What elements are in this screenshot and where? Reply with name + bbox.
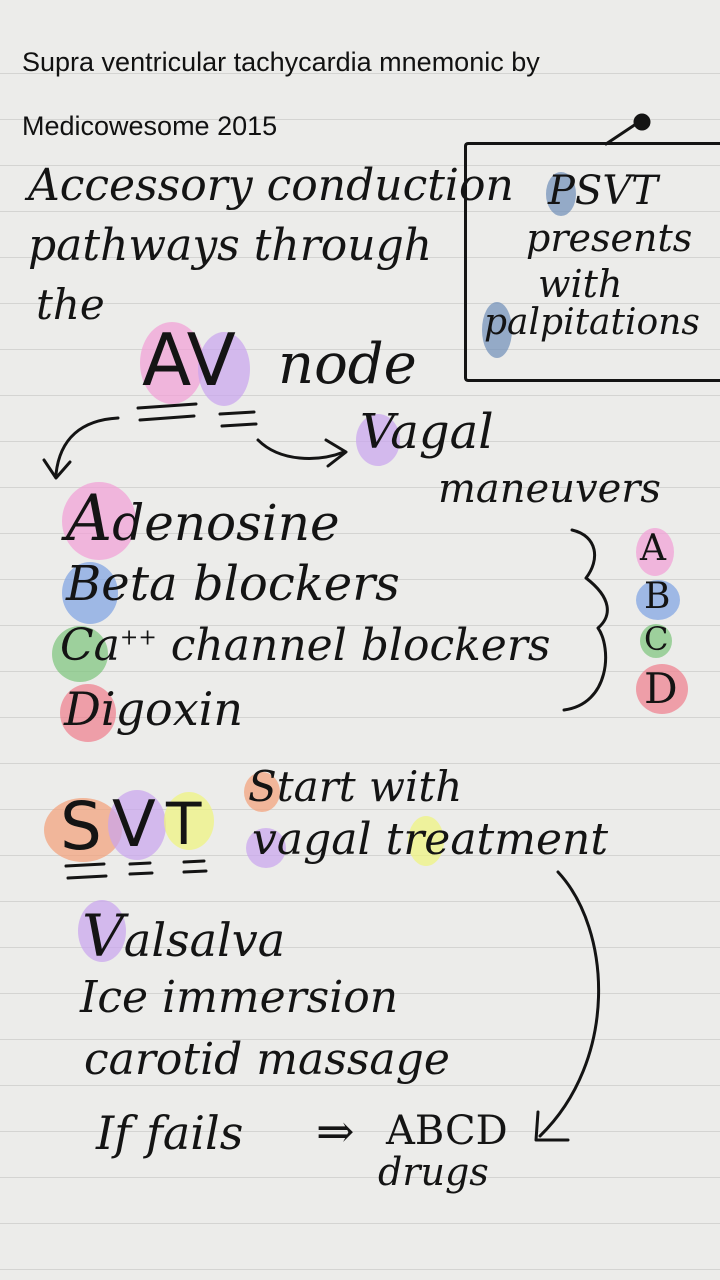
arrow-to-vagal bbox=[256, 438, 346, 460]
highlight-av-a bbox=[140, 322, 204, 404]
highlight-svt-t bbox=[164, 792, 214, 850]
highlight-svt-v bbox=[108, 790, 166, 860]
highlight-drug-d bbox=[60, 684, 116, 742]
abcd-drugs-label: ABCD bbox=[386, 1108, 508, 1154]
av-letters: AV bbox=[142, 318, 236, 402]
drug-rest-channel: channel blockers bbox=[156, 620, 551, 671]
valsalva-letter-v: V bbox=[82, 902, 124, 970]
drug-adenosine: Adenosine bbox=[66, 482, 340, 556]
highlight-abcd-d bbox=[636, 664, 688, 714]
drug-beta-blockers: Beta blockers bbox=[66, 556, 400, 612]
drug-letter-d: D bbox=[64, 682, 101, 736]
av-underline-v bbox=[218, 410, 258, 428]
palpitations-letter-p: p bbox=[484, 302, 508, 343]
psvt-line-2: presents bbox=[526, 216, 693, 260]
method-valsalva: Valsalva bbox=[82, 902, 285, 970]
vagal-rest: agal bbox=[390, 404, 494, 460]
vagal-treatment: vagal treatment bbox=[252, 814, 608, 865]
if-fails: If fails bbox=[96, 1106, 244, 1160]
drug-rest-beta: eta blockers bbox=[101, 556, 400, 612]
svt-underline-v bbox=[128, 861, 154, 876]
vagal-small-rest: agal bbox=[276, 814, 386, 865]
method-ice-immersion: Ice immersion bbox=[80, 972, 399, 1023]
arrow-to-drugs-head bbox=[42, 458, 72, 480]
highlight-abcd-a bbox=[636, 528, 674, 576]
drug-letter-a: A bbox=[66, 482, 113, 556]
highlight-abcd-b bbox=[636, 580, 680, 620]
vagal-line-2: maneuvers bbox=[438, 466, 661, 512]
note-title-line-1: Supra ventricular tachycardia mnemonic b… bbox=[22, 47, 540, 77]
arrow-to-vagal-head bbox=[324, 438, 348, 468]
highlight-vagal-small-v bbox=[246, 828, 286, 868]
drug-ca-superscript: ++ bbox=[119, 625, 157, 651]
implies-arrow: ⇒ bbox=[316, 1104, 355, 1158]
psvt-line-1: PSVT bbox=[548, 168, 658, 214]
vagal-line-1: Vagal bbox=[360, 404, 494, 460]
palpitations-rest: alpitations bbox=[507, 302, 700, 343]
intro-line-3: the bbox=[36, 280, 105, 329]
psvt-line-4: palpitations bbox=[484, 302, 700, 343]
treatment-letter-t: t bbox=[385, 814, 404, 865]
highlight-box-p2 bbox=[482, 302, 512, 358]
av-underline-a bbox=[136, 402, 198, 422]
vagal-letter-v: V bbox=[360, 404, 391, 460]
method-carotid-massage: carotid massage bbox=[84, 1034, 450, 1085]
drug-ca-channel-blockers: Ca++ channel blockers bbox=[60, 620, 550, 671]
note-title-line-2: Medicowesome 2015 bbox=[22, 111, 278, 141]
treatment-rest: reatment bbox=[403, 814, 609, 865]
drug-letter-c: C bbox=[60, 620, 94, 671]
highlight-av-v bbox=[198, 332, 250, 406]
svt-underline-t bbox=[182, 859, 208, 874]
start-letter-s: S bbox=[248, 762, 277, 811]
drug-rest-adenosine: denosine bbox=[112, 494, 340, 552]
highlight-drug-a bbox=[62, 482, 136, 560]
abcd-a: A bbox=[640, 528, 666, 569]
start-rest: tart with bbox=[276, 762, 463, 811]
highlight-treatment-t bbox=[408, 816, 444, 866]
svt-underline-s bbox=[64, 862, 108, 880]
abcd-d: D bbox=[644, 664, 678, 713]
drug-brace bbox=[562, 528, 609, 712]
highlight-drug-b bbox=[62, 562, 118, 624]
highlight-drug-c bbox=[52, 626, 108, 682]
highlight-box-p1 bbox=[546, 172, 576, 216]
highlight-start-s bbox=[244, 772, 280, 812]
arrow-to-abcd bbox=[538, 870, 600, 1138]
intro-line-2: pathways through bbox=[28, 220, 433, 271]
highlight-abcd-c bbox=[640, 624, 672, 658]
drug-letter-b: B bbox=[66, 556, 102, 612]
drugs-label: drugs bbox=[378, 1150, 489, 1194]
arrow-to-abcd-head bbox=[534, 1110, 570, 1142]
highlight-vagal-v bbox=[356, 414, 400, 466]
arrow-to-drugs bbox=[54, 416, 120, 476]
vagal-small-letter-v: v bbox=[252, 814, 277, 865]
abcd-b: B bbox=[644, 576, 671, 617]
av-node-word: node bbox=[278, 332, 417, 397]
svt-s: S bbox=[60, 788, 102, 865]
psvt-box bbox=[464, 142, 720, 382]
intro-line-1: Accessory conduction bbox=[28, 160, 514, 211]
valsalva-rest: alsalva bbox=[123, 913, 286, 967]
svt-v: V bbox=[112, 788, 156, 862]
highlight-valsalva-v bbox=[78, 900, 126, 962]
psvt-letter-p: P bbox=[548, 168, 575, 214]
start-with: Start with bbox=[248, 762, 462, 811]
drug-rest-digoxin: igoxin bbox=[100, 682, 244, 736]
psvt-rest: SVT bbox=[574, 168, 658, 214]
svt-t: T bbox=[166, 790, 202, 858]
psvt-line-3: with bbox=[538, 262, 623, 306]
drug-digoxin: Digoxin bbox=[64, 682, 243, 736]
drug-rest-ca: a bbox=[93, 620, 120, 671]
abcd-c: C bbox=[644, 620, 669, 658]
note-title: Supra ventricular tachycardia mnemonic b… bbox=[22, 30, 702, 158]
